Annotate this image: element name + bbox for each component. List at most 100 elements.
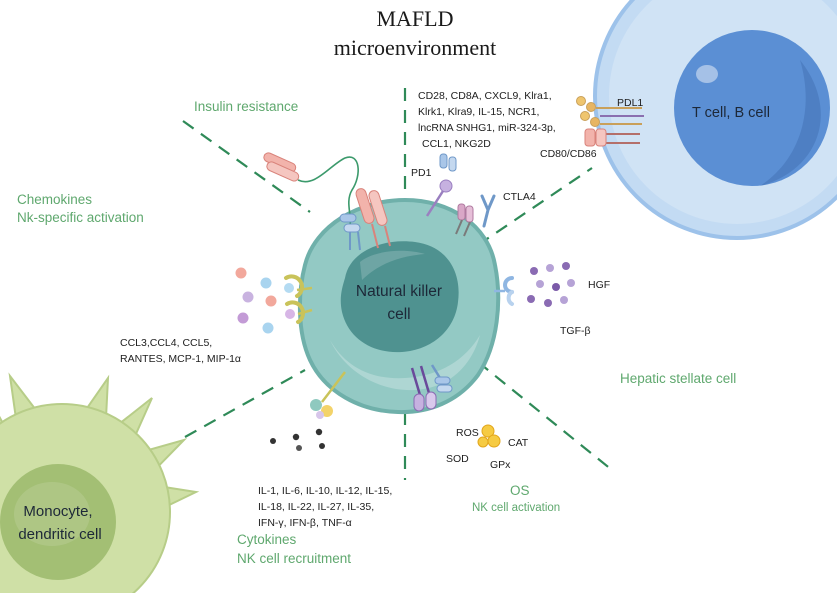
growth-factor-dot — [536, 280, 544, 288]
pd1-head — [439, 179, 453, 193]
pd1-partner-block — [439, 153, 448, 169]
hgf-tgf-molecules — [527, 262, 575, 307]
divider-bottom-right — [477, 361, 613, 471]
insulin-receptor-subunit — [368, 190, 388, 226]
chemokine-receptors — [284, 274, 313, 324]
divider-bottom-left — [184, 369, 306, 438]
chemokine-dot — [265, 295, 277, 307]
nk-cell-label-line1: Natural killer — [356, 283, 442, 300]
t-cell-label: T cell, B cell — [692, 105, 770, 121]
bound-chemokine — [285, 309, 295, 319]
chemokine-molecule-list: CCL3,CCL4, CCL5, — [120, 337, 212, 349]
ctla4-block — [465, 205, 474, 223]
growth-factor-dot — [562, 262, 570, 270]
cd86-block — [595, 128, 607, 147]
os-receptor-head — [434, 376, 451, 385]
cytokine-dot — [292, 433, 300, 441]
diagram-title-line1: MAFLD — [376, 6, 453, 31]
cytokine-molecule-list: IL-18, IL-22, IL-27, IL-35, — [258, 501, 374, 513]
t-b-molecule-list: Klrk1, Klra9, IL-15, NCR1, — [418, 106, 539, 118]
cytokine-receptor — [310, 371, 346, 419]
growth-factor-dot — [552, 283, 560, 291]
growth-factor-dot — [560, 296, 568, 304]
chemokine-receptor — [285, 300, 306, 324]
divider-top-right — [477, 167, 593, 246]
insulin-resistance-label: Insulin resistance — [194, 99, 298, 114]
chemokine-dot — [262, 322, 274, 334]
pd1-receptor — [425, 153, 457, 217]
chemokine-dot — [242, 291, 254, 303]
ctla4-label: CTLA4 — [503, 191, 536, 203]
chemokine-dot — [260, 277, 272, 289]
growth-factor-dot — [546, 264, 554, 272]
bound-cytokine — [321, 405, 333, 417]
growth-factor-dot — [530, 267, 538, 275]
os-receptor-head — [436, 384, 453, 393]
ros-dot — [481, 424, 495, 438]
pd1-partner-block — [448, 156, 457, 172]
chemokine-dot — [237, 312, 249, 324]
growth-factor-dot — [544, 299, 552, 307]
cat-label: CAT — [508, 437, 529, 449]
monocyte-nucleus-highlight — [14, 482, 90, 546]
monocyte-dendritic-cell: Monocyte, dendritic cell — [0, 372, 200, 593]
chemokine-molecules — [235, 267, 277, 334]
insulin-signal-chain — [297, 156, 359, 226]
growth-factor-dot — [527, 295, 535, 303]
hgf-label: HGF — [588, 279, 610, 291]
hepatic-stellate-cell-label: Hepatic stellate cell — [620, 371, 736, 386]
t-cell-nucleus-highlight — [696, 65, 718, 83]
t-cell-nucleus-shadow — [760, 60, 821, 186]
sod-label: SOD — [446, 453, 469, 465]
monocyte-label-line1: Monocyte, — [23, 503, 92, 520]
ros-molecules — [477, 424, 501, 448]
gpx-label: GPx — [490, 459, 511, 471]
t-b-molecule-list: CCL1, NKG2D — [422, 138, 491, 150]
pdl1-ligand — [590, 117, 600, 127]
os-label: OS — [510, 483, 530, 498]
os-receptor-block — [413, 393, 425, 412]
hgf-receptor-arc — [503, 276, 514, 294]
cytokine-molecules — [270, 428, 325, 451]
nk-cell-nucleus-highlight — [360, 250, 425, 280]
cytokine-molecule-list: IL-1, IL-6, IL-10, IL-12, IL-15, — [258, 485, 392, 497]
nk-cell-cytoplasm-highlight — [330, 335, 480, 391]
chemokine-molecule-list: RANTES, MCP-1, MIP-1α — [120, 353, 241, 365]
pd1-label: PD1 — [411, 167, 432, 179]
diagram-title-line2: microenvironment — [334, 35, 497, 60]
pdl1-ligand — [576, 96, 586, 106]
chemokine-receptor — [284, 274, 305, 298]
ros-label: ROS — [456, 427, 479, 439]
bound-cytokine — [310, 399, 322, 411]
cd80-cd86-label: CD80/CD86 — [540, 148, 597, 160]
cytokines-label: Cytokines — [237, 532, 297, 547]
ctla4-y-receptor — [480, 194, 496, 228]
pdl1-label: PDL1 — [617, 97, 643, 109]
t-b-cell: T cell, B cell — [593, 0, 837, 240]
cytokine-dot — [315, 428, 323, 436]
pdl1-ligand — [580, 111, 590, 121]
t-b-molecule-list: CD28, CD8A, CXCL9, Klra1, — [418, 90, 552, 102]
ros-dot — [477, 436, 489, 448]
natural-killer-cell: Natural killer cell — [297, 197, 501, 415]
insulin-receptor-subunit — [355, 188, 375, 224]
os-receptor-block — [425, 391, 437, 410]
cytokine-dot — [319, 443, 325, 449]
cytokine-molecule-list: IFN-γ, IFN-β, TNF-α — [258, 517, 352, 529]
cytokine-dot — [296, 445, 302, 451]
nk-cell-label-line2: cell — [387, 306, 410, 323]
os-receptors — [410, 364, 453, 412]
insulin-receptor-group — [263, 152, 391, 251]
nk-cell-activation-label: NK cell activation — [472, 502, 560, 514]
monocyte-label-line2: dendritic cell — [18, 526, 101, 543]
blue-receptor-head — [339, 213, 357, 223]
insulin-receptor-capsule — [266, 161, 300, 182]
cd80-block — [584, 128, 596, 147]
ctla4-block — [457, 203, 466, 221]
section-dividers — [182, 88, 613, 480]
bound-chemokine — [284, 283, 294, 293]
ros-dot — [487, 434, 501, 448]
t-b-molecule-list: lncRNA SNHG1, miR-324-3p, — [418, 122, 556, 134]
tgf-label: TGF-β — [560, 325, 591, 337]
